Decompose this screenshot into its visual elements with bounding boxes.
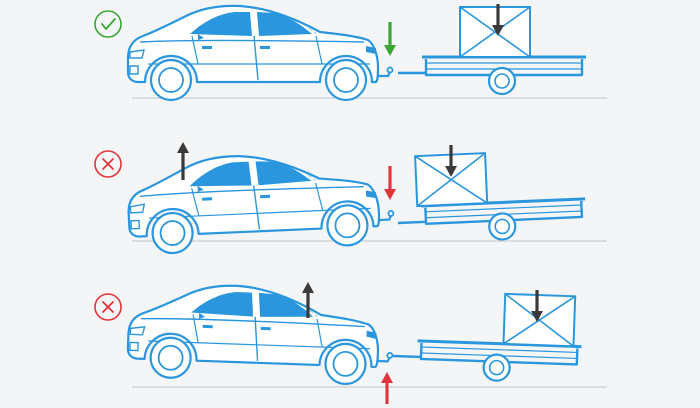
car-lift-up-arrow-icon [302, 282, 314, 318]
car [125, 281, 396, 387]
load-down-arrow-icon [445, 145, 457, 177]
load-down-arrow-icon [492, 4, 504, 36]
load-down-arrow-icon [531, 290, 543, 322]
scenario-row-1 [126, 4, 607, 102]
trailer [395, 152, 589, 246]
cargo-box [459, 6, 531, 58]
car [125, 148, 396, 256]
car [126, 4, 394, 102]
trailer [396, 6, 588, 96]
cross-circle-icon [94, 150, 122, 178]
scenario-row-2 [125, 142, 607, 256]
trailer [390, 292, 583, 386]
scenario-row-3 [125, 281, 607, 404]
cargo-box [502, 292, 577, 348]
car-lift-up-arrow-icon [177, 142, 189, 180]
tongue-weight-down-arrow-icon [384, 22, 396, 56]
tongue-weight-up-arrow-icon [381, 372, 393, 404]
check-circle-icon [94, 10, 122, 38]
tongue-weight-down-arrow-icon [384, 166, 396, 200]
cross-circle-icon [94, 293, 122, 321]
